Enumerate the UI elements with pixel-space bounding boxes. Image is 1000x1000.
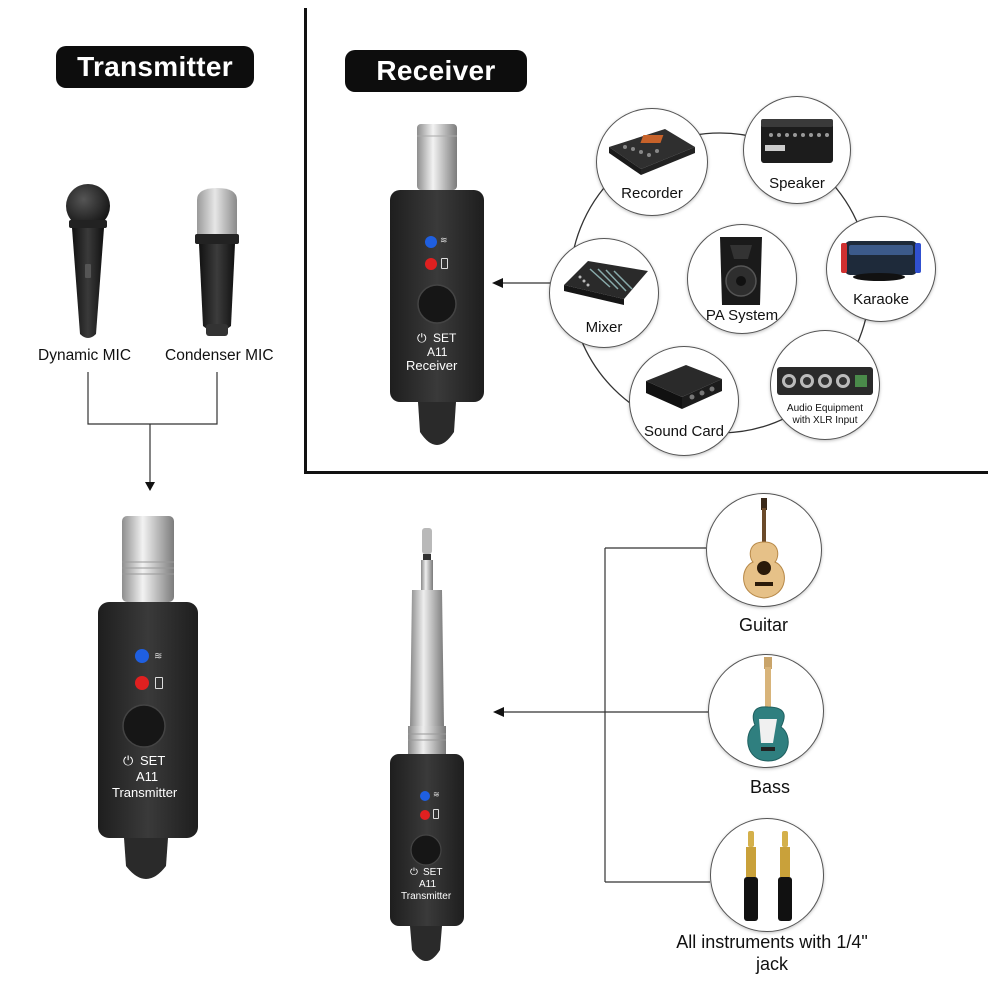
output-node-pa-system: PA System <box>687 224 797 334</box>
instrument-label-jack: All instruments with 1/4" jack <box>676 932 868 974</box>
speaker-image <box>761 119 833 163</box>
dynamic-mic-label: Dynamic MIC <box>38 347 132 364</box>
instrument-node-bass <box>708 654 824 768</box>
output-node-recorder: Recorder <box>596 108 708 216</box>
instrument-label-guitar: Guitar <box>739 615 789 635</box>
instrument-node-jack-cables <box>710 818 824 932</box>
transmitter-device-main <box>98 516 198 879</box>
transmitter-main-set-label: SET <box>140 753 166 768</box>
output-node-sound-card: Sound Card <box>629 346 739 456</box>
instrument-label-bass: Bass <box>750 777 791 797</box>
pa-system-image <box>720 237 762 305</box>
dynamic-mic-image <box>66 184 110 338</box>
receiver-header: Receiver <box>345 50 527 92</box>
receiver-name-label: Receiver <box>406 358 458 373</box>
receiver-power-icon: ⏻ <box>417 331 427 345</box>
karaoke-image <box>841 241 921 281</box>
output-label-sound-card: Sound Card <box>643 423 725 440</box>
receiver-device <box>390 124 484 445</box>
xlr-equipment-image <box>777 367 873 395</box>
transmitter-main-battery-icon <box>155 677 163 689</box>
condenser-mic-image <box>195 188 239 336</box>
receiver-battery-icon <box>441 258 448 269</box>
output-label-speaker: Speaker <box>769 175 825 192</box>
transmitter-main-model-label: A11 <box>136 769 159 784</box>
transmitter-jack-model-label: A11 <box>419 879 437 890</box>
jack-cables-image <box>744 831 792 921</box>
mixer-image <box>564 261 648 305</box>
transmitter-device-jack <box>390 528 464 961</box>
receiver-frame-left <box>304 8 307 474</box>
instrument-node-guitar <box>706 493 822 607</box>
receiver-model-label: A11 <box>427 345 448 359</box>
output-node-speaker: Speaker <box>743 96 851 204</box>
condenser-mic-label: Condenser MIC <box>165 347 274 364</box>
output-label-mixer: Mixer <box>585 319 623 336</box>
transmitter-jack-wifi-icon: ≋ <box>433 790 440 799</box>
output-label-xlr-equipment: Audio Equipment with XLR Input <box>786 403 864 426</box>
guitar-image <box>743 498 785 599</box>
transmitter-jack-battery-icon <box>433 809 439 819</box>
transmitter-main-name-label: Transmitter <box>112 785 178 800</box>
transmitter-main-wifi-icon: ≋ <box>154 651 163 662</box>
receiver-frame-bottom <box>304 471 988 474</box>
transmitter-jack-set-label: SET <box>423 867 443 878</box>
output-label-karaoke: Karaoke <box>853 291 909 308</box>
recorder-image <box>609 129 695 175</box>
output-node-karaoke: Karaoke <box>826 216 936 322</box>
transmitter-jack-name-label: Transmitter <box>401 891 452 902</box>
output-node-xlr-equipment: Audio Equipment with XLR Input <box>770 330 880 440</box>
output-label-recorder: Recorder <box>621 185 683 202</box>
receiver-set-label: SET <box>433 331 457 345</box>
receiver-wifi-icon: ≋ <box>440 235 448 245</box>
sound-card-image <box>646 365 722 409</box>
bass-image <box>747 657 789 762</box>
transmitter-header: Transmitter <box>56 46 254 88</box>
transmitter-main-power-icon: ⏻ <box>123 753 134 768</box>
transmitter-jack-power-icon: ⏻ <box>410 867 418 878</box>
output-node-mixer: Mixer <box>549 238 659 348</box>
output-label-pa-system: PA System <box>705 307 779 324</box>
